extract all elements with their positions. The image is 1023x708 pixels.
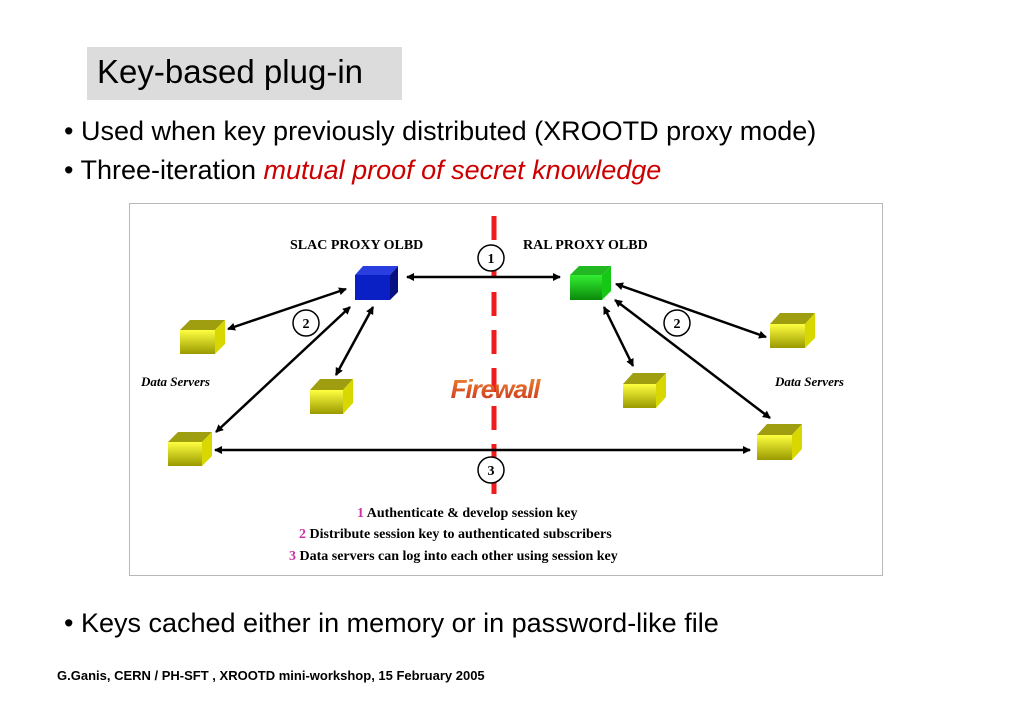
legend-num-2: 2 (299, 527, 306, 542)
legend-text-1: Authenticate & develop session key (367, 506, 578, 521)
legend-item-2: 2 Distribute session key to authenticate… (299, 527, 612, 542)
svg-text:1: 1 (488, 252, 495, 267)
legend-num-1: 1 (357, 506, 364, 521)
left-data-servers-label: Data Servers (140, 374, 210, 389)
server-left-mid (310, 379, 353, 414)
arrow-ral-server-right-bottom (614, 299, 771, 419)
arrow-slac-server-left-top (227, 287, 347, 331)
step-marker-3: 3 (477, 456, 505, 484)
bullet-2-text: • Three-iteration (64, 155, 264, 185)
ral-proxy-node (570, 266, 611, 300)
slide-title-box: Key-based plug-in (87, 47, 402, 100)
legend-item-1: 1 Authenticate & develop session key (357, 506, 578, 521)
bullet-2: • Three-iteration mutual proof of secret… (64, 155, 661, 186)
arrow-slac-server-left-bottom (215, 306, 351, 433)
step-marker-1: 1 (477, 244, 505, 272)
ral-proxy-label: RAL PROXY OLBD (523, 238, 648, 253)
legend-item-3: 3 Data servers can log into each other u… (289, 549, 618, 564)
slide-footer: G.Ganis, CERN / PH-SFT , XROOTD mini-wor… (57, 668, 485, 683)
arrow-ral-server-right-top (615, 282, 767, 339)
legend-num-3: 3 (289, 549, 296, 564)
legend-text-2: Distribute session key to authenticated … (310, 527, 613, 542)
svg-text:2: 2 (674, 317, 681, 332)
arrow-ral-server-right-mid (602, 306, 635, 367)
bullet-1: • Used when key previously distributed (… (64, 116, 817, 146)
slide-title: Key-based plug-in (97, 53, 363, 90)
svg-text:2: 2 (303, 317, 310, 332)
svg-text:3: 3 (488, 464, 495, 479)
firewall-label: Firewall (451, 374, 542, 404)
server-right-top (770, 313, 815, 348)
arrow-slac-server-left-mid (334, 306, 375, 376)
step-marker-2-left: 2 (292, 309, 320, 337)
slac-proxy-node (355, 266, 398, 300)
step-marker-2-right: 2 (663, 309, 691, 337)
server-left-bottom (168, 432, 212, 466)
server-right-bottom (757, 424, 802, 460)
bullet-3: • Keys cached either in memory or in pas… (64, 608, 719, 638)
server-left-top (180, 320, 225, 354)
slac-proxy-label: SLAC PROXY OLBD (290, 238, 423, 253)
key-exchange-diagram: SLAC PROXY OLBD RAL PROXY OLBD (129, 203, 883, 576)
legend-text-3: Data servers can log into each other usi… (300, 549, 618, 564)
right-data-servers-label: Data Servers (774, 374, 844, 389)
server-right-mid (623, 373, 666, 408)
bullet-2-emphasis: mutual proof of secret knowledge (263, 155, 662, 185)
